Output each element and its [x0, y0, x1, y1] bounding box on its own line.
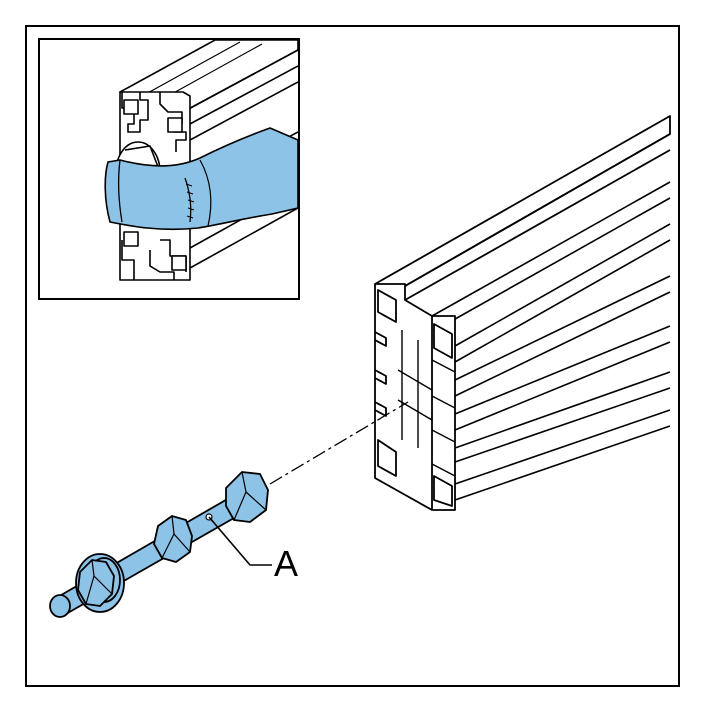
- hand-shape: [104, 127, 298, 231]
- center-line: [269, 401, 409, 485]
- callout-leader: [208, 516, 272, 566]
- callout-label-a: A: [274, 543, 298, 584]
- inset-detail: [38, 38, 300, 300]
- aluminium-profile: [374, 115, 671, 511]
